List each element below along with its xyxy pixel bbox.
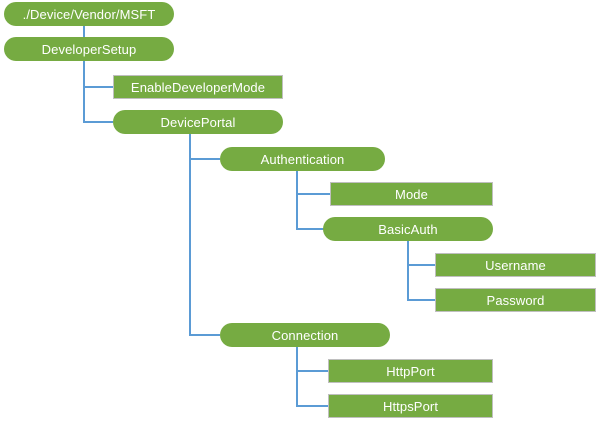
tree-node-password[interactable]: Password [435,288,596,312]
edge-deviceportal-connection [189,134,220,336]
tree-node-label: DeveloperSetup [41,41,137,57]
tree-node-label: Authentication [260,151,345,167]
tree-node-developersetup[interactable]: DeveloperSetup [4,37,174,61]
tree-node-label: HttpPort [386,363,435,379]
edge-developersetup-enabledevelopermode [83,61,113,88]
tree-node-connection[interactable]: Connection [220,323,390,347]
tree-node-label: ./Device/Vendor/MSFT [22,6,156,22]
tree-node-enabledevelopermode[interactable]: EnableDeveloperMode [113,75,283,99]
edge-authentication-mode [296,171,330,195]
edge-basicauth-username [407,241,435,266]
tree-node-basicauth[interactable]: BasicAuth [323,217,493,241]
tree-node-label: BasicAuth [378,221,438,237]
tree-node-label: Username [485,257,546,273]
tree-node-label: Password [486,292,545,308]
edge-connection-httpsport [296,347,328,407]
tree-node-httpport[interactable]: HttpPort [328,359,493,383]
tree-node-label: EnableDeveloperMode [130,79,266,95]
tree-node-label: Mode [395,186,428,202]
edge-developersetup-deviceportal [83,61,113,123]
edge-basicauth-password [407,241,435,301]
edge-deviceportal-authentication [189,134,220,160]
tree-node-label: HttpsPort [382,398,439,414]
tree-node-httpsport[interactable]: HttpsPort [328,394,493,418]
tree-node-root[interactable]: ./Device/Vendor/MSFT [4,2,174,26]
tree-node-username[interactable]: Username [435,253,596,277]
tree-node-label: DevicePortal [160,114,236,130]
tree-node-label: Connection [271,327,339,343]
tree-node-authentication[interactable]: Authentication [220,147,385,171]
tree-node-deviceportal[interactable]: DevicePortal [113,110,283,134]
tree-node-mode[interactable]: Mode [330,182,493,206]
edge-connection-httpport [296,347,328,372]
